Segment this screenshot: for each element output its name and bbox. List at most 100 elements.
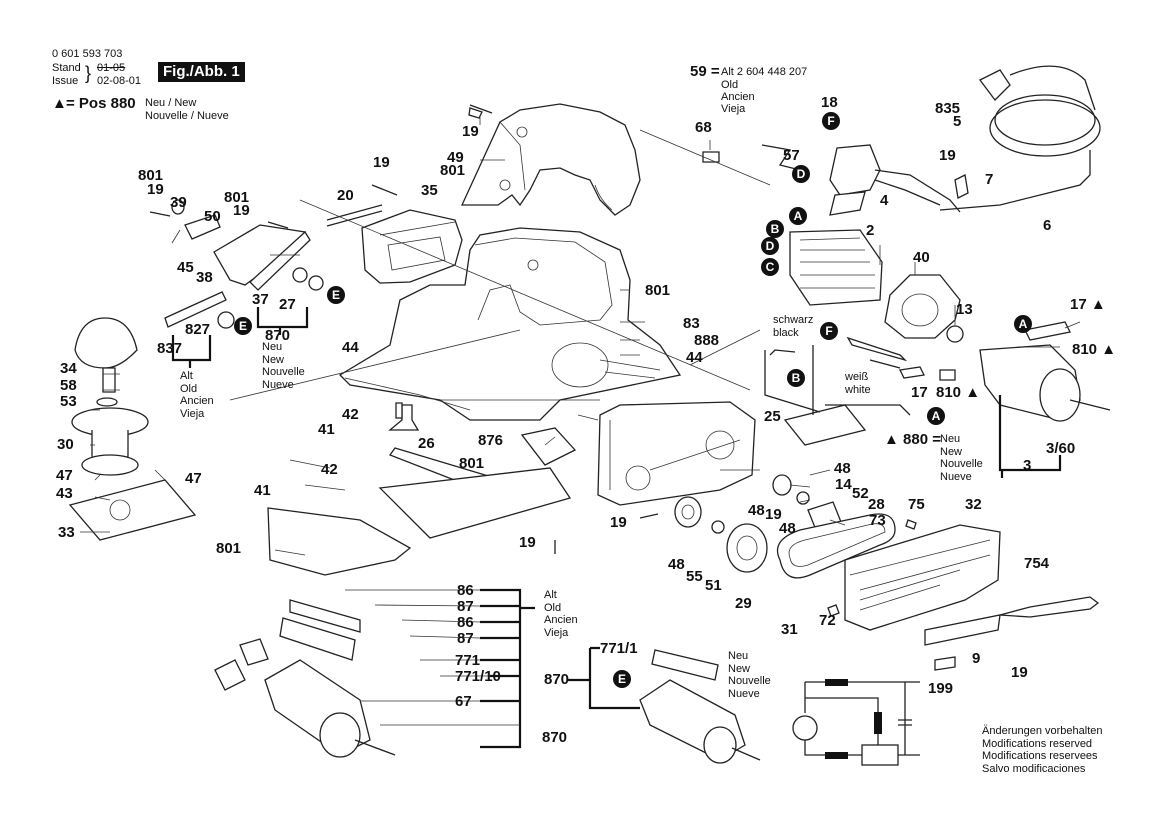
badge-a: A xyxy=(1014,315,1032,333)
callout: 20 xyxy=(337,187,354,204)
rear-handle-part xyxy=(460,103,641,216)
wire-black-label: schwarz black xyxy=(773,314,814,339)
new-note: Neu New Nouvelle Nueve xyxy=(728,650,771,700)
cover-part-35 xyxy=(361,209,463,284)
callout: 2 xyxy=(866,222,875,239)
callout: 31 xyxy=(781,621,798,638)
legend-text-1: Neu / New xyxy=(145,97,197,109)
callout: 30 xyxy=(57,436,74,453)
circuit-diagram xyxy=(792,679,920,766)
callout: 19 xyxy=(610,514,627,531)
callout: 835 xyxy=(935,100,961,117)
callout: 19 xyxy=(939,147,956,164)
callout: 43 xyxy=(56,485,73,502)
callout: 827 xyxy=(185,321,211,338)
callout: 13 xyxy=(956,301,973,318)
callout: 39 xyxy=(170,194,187,211)
callout: 27 xyxy=(279,296,296,313)
callout: 68 xyxy=(695,119,712,136)
callout: 38 xyxy=(196,269,213,286)
legend-pos: = Pos 880 xyxy=(66,95,136,112)
callout: 810 ▲ xyxy=(936,384,981,401)
callout: 801 xyxy=(224,189,250,206)
callout: 48 xyxy=(779,520,796,537)
callout: 3/60 xyxy=(1046,440,1076,457)
pos-880-note: Neu New Nouvelle Nueve xyxy=(940,433,983,483)
callout: 44 xyxy=(342,339,359,356)
callout: 9 xyxy=(972,650,981,667)
callout: 5 xyxy=(953,113,962,130)
callout: 72 xyxy=(819,612,836,629)
callout: 40 xyxy=(913,249,930,266)
callout: 771/1 xyxy=(600,640,638,657)
badge-f: F xyxy=(820,322,838,340)
callout: 50 xyxy=(204,208,221,225)
wire-white-label: weiß white xyxy=(845,371,871,396)
motor-parts xyxy=(789,229,1111,478)
callout: 47 xyxy=(185,470,202,487)
badge-b: B xyxy=(787,369,805,387)
badge-e: E xyxy=(234,317,252,335)
callout: 801 xyxy=(440,162,466,179)
callout: 19 xyxy=(765,506,782,523)
badge-d: D xyxy=(792,165,810,183)
callout: 44 xyxy=(686,349,703,366)
callout: 801 xyxy=(645,282,671,299)
callout: 51 xyxy=(705,577,722,594)
callout: 3 xyxy=(1023,457,1032,474)
callout: 67 xyxy=(455,693,472,710)
badge-a: A xyxy=(789,207,807,225)
switch-and-cable xyxy=(702,65,1101,216)
drive-parts xyxy=(674,474,1100,671)
badge-a: A xyxy=(927,407,945,425)
cutter-drum-old xyxy=(214,599,396,758)
note-59-line: Vieja xyxy=(721,103,746,115)
badge-b: B xyxy=(766,220,784,238)
old-note: Alt Old Ancien Vieja xyxy=(180,370,214,420)
callout: 52 xyxy=(852,485,869,502)
badge-e: E xyxy=(327,286,345,304)
gear-housing-25 xyxy=(597,401,756,506)
callout: 45 xyxy=(177,259,194,276)
modifications-note: Änderungen vorbehalten Modifications res… xyxy=(982,725,1103,775)
callout: 58 xyxy=(60,377,77,394)
callout: 801 xyxy=(138,167,164,184)
callout: 19 xyxy=(147,181,164,198)
main-housing xyxy=(338,227,682,421)
badge-f: F xyxy=(822,112,840,130)
callout: 18 xyxy=(821,94,838,111)
brace-icon: } xyxy=(85,63,92,83)
callout: 19 xyxy=(233,202,250,219)
callout: 870 xyxy=(544,671,570,688)
callout: 25 xyxy=(764,408,781,425)
callout: 48 xyxy=(668,556,685,573)
callout: 19 xyxy=(1011,664,1028,681)
callout: 810 ▲ xyxy=(1072,341,1117,358)
callout: 870 xyxy=(265,327,291,344)
callout: 876 xyxy=(478,432,504,449)
callout: 754 xyxy=(1024,555,1050,572)
stand-label: Stand xyxy=(52,62,81,74)
parallel-guide-bracket xyxy=(164,199,324,329)
pos-880-label: ▲ 880 = xyxy=(884,431,941,448)
badge-c: C xyxy=(761,258,779,276)
callout: 17 xyxy=(911,384,928,401)
callout: 870 xyxy=(542,729,568,746)
callout: 41 xyxy=(318,421,335,438)
callout: 75 xyxy=(908,496,925,513)
callout: 86 xyxy=(457,582,474,599)
callout: 55 xyxy=(686,568,703,585)
callout: 42 xyxy=(342,406,359,423)
cutter-drum-new xyxy=(639,649,761,764)
callout: 37 xyxy=(252,291,269,308)
callout: 34 xyxy=(60,360,77,377)
callout: 47 xyxy=(56,467,73,484)
callout: 73 xyxy=(869,512,886,529)
callout: 771/10 xyxy=(455,668,501,685)
callout: 26 xyxy=(418,435,435,452)
callout: 83 xyxy=(683,315,700,332)
callout: 87 xyxy=(457,598,474,615)
callout: 771 xyxy=(455,652,481,669)
callout: 32 xyxy=(965,496,982,513)
callout: 53 xyxy=(60,393,77,410)
